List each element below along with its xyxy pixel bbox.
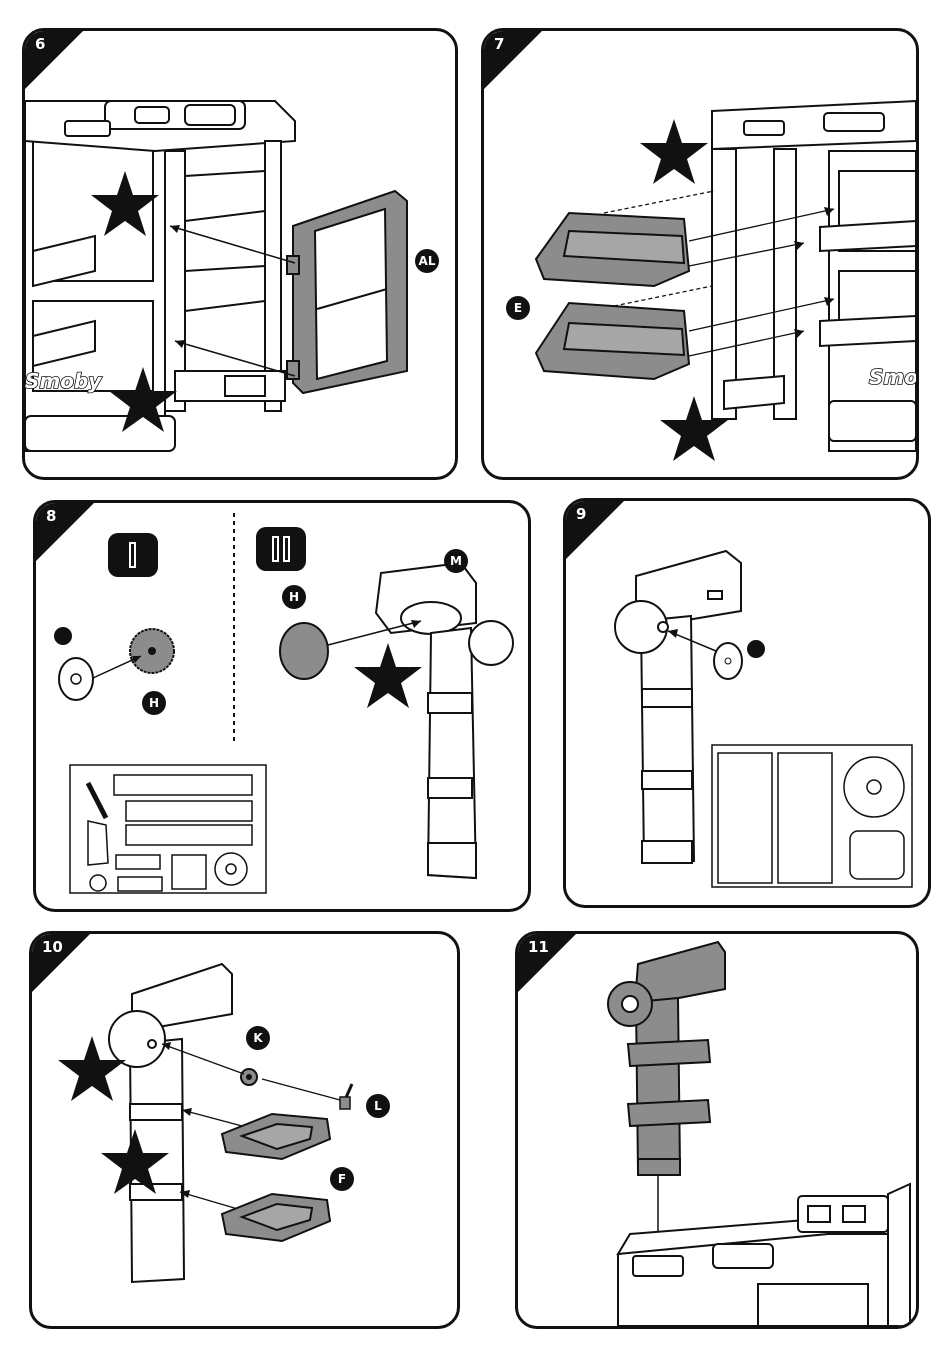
step-corner: [25, 31, 83, 89]
brand-logo: Smoby: [25, 369, 102, 393]
step-8-panel: 8: [33, 500, 531, 912]
step-corner: [36, 503, 94, 561]
step-11-illustration: [518, 934, 916, 1326]
star-icon: [640, 119, 708, 184]
substep-two-badge: [256, 527, 306, 571]
part-label-f: F: [330, 1167, 354, 1191]
step-7-panel: 7 Smoby: [481, 28, 919, 480]
step-number: 9: [576, 505, 586, 523]
sticker-sheet: [712, 745, 912, 887]
brand-logo: Smoby: [869, 365, 916, 389]
step-corner: [484, 31, 542, 89]
part-label-al: AL: [415, 249, 439, 273]
step-corner: [566, 501, 624, 559]
part-label-h: H: [282, 585, 306, 609]
step-6-illustration: Smoby: [25, 31, 455, 477]
step-number: 6: [35, 35, 45, 53]
part-label-l: L: [366, 1094, 390, 1118]
step-number: 10: [42, 938, 63, 956]
star-icon: [354, 643, 422, 708]
step-9-illustration: [566, 501, 928, 905]
part-label-h: H: [142, 691, 166, 715]
step-number: 7: [494, 35, 504, 53]
step-10-illustration: [32, 934, 457, 1326]
step-6-panel: 6 Smoby: [22, 28, 458, 480]
step-9-panel: 9: [563, 498, 931, 908]
step-number: 11: [528, 938, 549, 956]
step-10-panel: 10 K L: [29, 931, 460, 1329]
part-label-e: E: [506, 296, 530, 320]
step-7-illustration: Smoby: [484, 31, 916, 477]
part-label-m: M: [444, 549, 468, 573]
substep-one-badge: [108, 533, 158, 577]
step-number: 8: [46, 507, 56, 525]
sticker-sheet: [70, 765, 266, 893]
part-label-k: K: [246, 1026, 270, 1050]
step-11-panel: 11: [515, 931, 919, 1329]
